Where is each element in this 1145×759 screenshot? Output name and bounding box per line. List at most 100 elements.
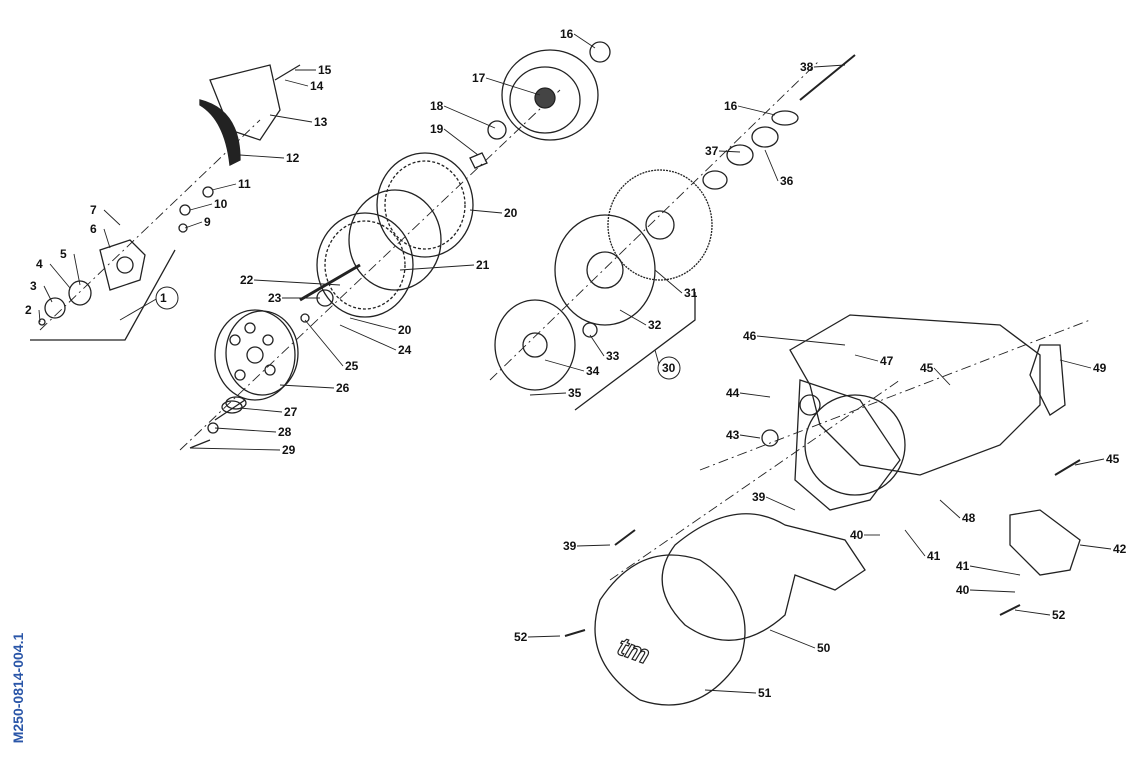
leader-line <box>704 689 757 694</box>
part-number-label: 10 <box>214 197 228 211</box>
leader-line <box>573 33 596 49</box>
clutch-pressure-plate <box>189 263 361 449</box>
leader-line <box>765 496 796 511</box>
leader-line <box>279 384 335 389</box>
part-number-label: 42 <box>1113 542 1127 556</box>
part-number-label: 9 <box>204 215 211 229</box>
part-number-label: 38 <box>800 60 814 74</box>
leader-line <box>469 209 503 214</box>
leader-line <box>284 79 309 87</box>
part-number-label: 14 <box>310 79 324 93</box>
leader-line <box>854 354 879 362</box>
part-number-label: 26 <box>336 381 350 395</box>
leader-line <box>339 324 397 351</box>
leader-line <box>619 309 647 326</box>
part-number-label: 33 <box>606 349 620 363</box>
leader-line <box>349 317 397 331</box>
leader-line <box>189 203 213 211</box>
part-number-label: 13 <box>314 115 328 129</box>
leader-line <box>269 114 313 123</box>
leader-line <box>737 105 776 116</box>
leader-line <box>764 149 779 182</box>
leader-line <box>527 635 561 638</box>
part-number-label: 29 <box>282 443 296 457</box>
part-number-label: 3 <box>30 279 37 293</box>
part-number-label: 21 <box>476 258 490 272</box>
leader-line <box>1074 458 1105 466</box>
clutch-cover <box>564 314 1081 706</box>
leader-line <box>1014 609 1051 616</box>
leader-line <box>529 392 567 396</box>
part-number-label: 30 <box>662 361 676 375</box>
part-number-label: 46 <box>743 329 757 343</box>
leader-line <box>304 319 344 367</box>
part-number-label: 39 <box>752 490 766 504</box>
part-number-label: 40 <box>850 528 864 542</box>
part-number-label: 51 <box>758 686 772 700</box>
leader-line <box>49 263 71 289</box>
leader-line <box>38 309 41 323</box>
leader-line <box>589 334 605 357</box>
callout-circle <box>155 286 179 310</box>
clutch-plates <box>316 152 474 318</box>
part-number-label: 28 <box>278 425 292 439</box>
part-number-label: 39 <box>563 539 577 553</box>
part-number-label: 41 <box>956 559 970 573</box>
part-number-label: 7 <box>90 203 97 217</box>
part-number-label: 20 <box>398 323 412 337</box>
leader-line <box>969 589 1016 593</box>
leader-line <box>43 285 53 303</box>
part-number-label: 18 <box>430 99 444 113</box>
leader-line <box>544 359 585 372</box>
leader-line <box>443 128 479 156</box>
part-number-label: 34 <box>586 364 600 378</box>
leader-line <box>103 228 111 249</box>
leader-line <box>718 150 741 153</box>
leader-line <box>184 221 203 229</box>
callout-labels: 1234567910111213141516171819202122232425… <box>25 27 1127 700</box>
part-number-label: 47 <box>880 354 894 368</box>
part-drawings <box>30 41 1091 706</box>
leader-line <box>576 544 611 547</box>
leader-line <box>769 629 816 649</box>
part-number-label: 5 <box>60 247 67 261</box>
leader-line <box>239 407 283 413</box>
leader-line <box>756 335 846 346</box>
part-number-label: 50 <box>817 641 831 655</box>
part-number-label: 4 <box>36 257 43 271</box>
leader-line <box>239 154 285 159</box>
part-number-label: 12 <box>286 151 300 165</box>
part-number-label: 52 <box>514 630 528 644</box>
leader-line <box>443 105 496 129</box>
part-number-label: 1 <box>160 291 167 305</box>
leader-line <box>1059 359 1092 369</box>
part-number-label: 41 <box>927 549 941 563</box>
part-number-label: 43 <box>726 428 740 442</box>
part-number-label: 45 <box>920 361 934 375</box>
part-number-label: 25 <box>345 359 359 373</box>
part-number-label: 23 <box>268 291 282 305</box>
leader-line <box>73 253 81 286</box>
leader-line <box>813 64 846 68</box>
part-number-label: 22 <box>240 273 254 287</box>
callout-circle <box>657 356 681 380</box>
leader-line <box>1079 544 1112 550</box>
leader-line <box>904 529 926 557</box>
leader-line <box>214 427 277 433</box>
part-number-label: 24 <box>398 343 412 357</box>
part-number-label: 31 <box>684 286 698 300</box>
part-number-label: 27 <box>284 405 298 419</box>
document-id: M250-0814-004.1 <box>10 632 26 744</box>
part-number-label: 20 <box>504 206 518 220</box>
part-number-label: 6 <box>90 222 97 236</box>
leader-line <box>103 209 121 226</box>
part-number-label: 44 <box>726 386 740 400</box>
part-number-label: 36 <box>780 174 794 188</box>
part-number-label: 32 <box>648 318 662 332</box>
leader-line <box>211 183 237 191</box>
leader-line <box>739 392 771 398</box>
part-number-label: 19 <box>430 122 444 136</box>
clutch-basket <box>469 41 856 411</box>
leader-line <box>485 77 541 96</box>
